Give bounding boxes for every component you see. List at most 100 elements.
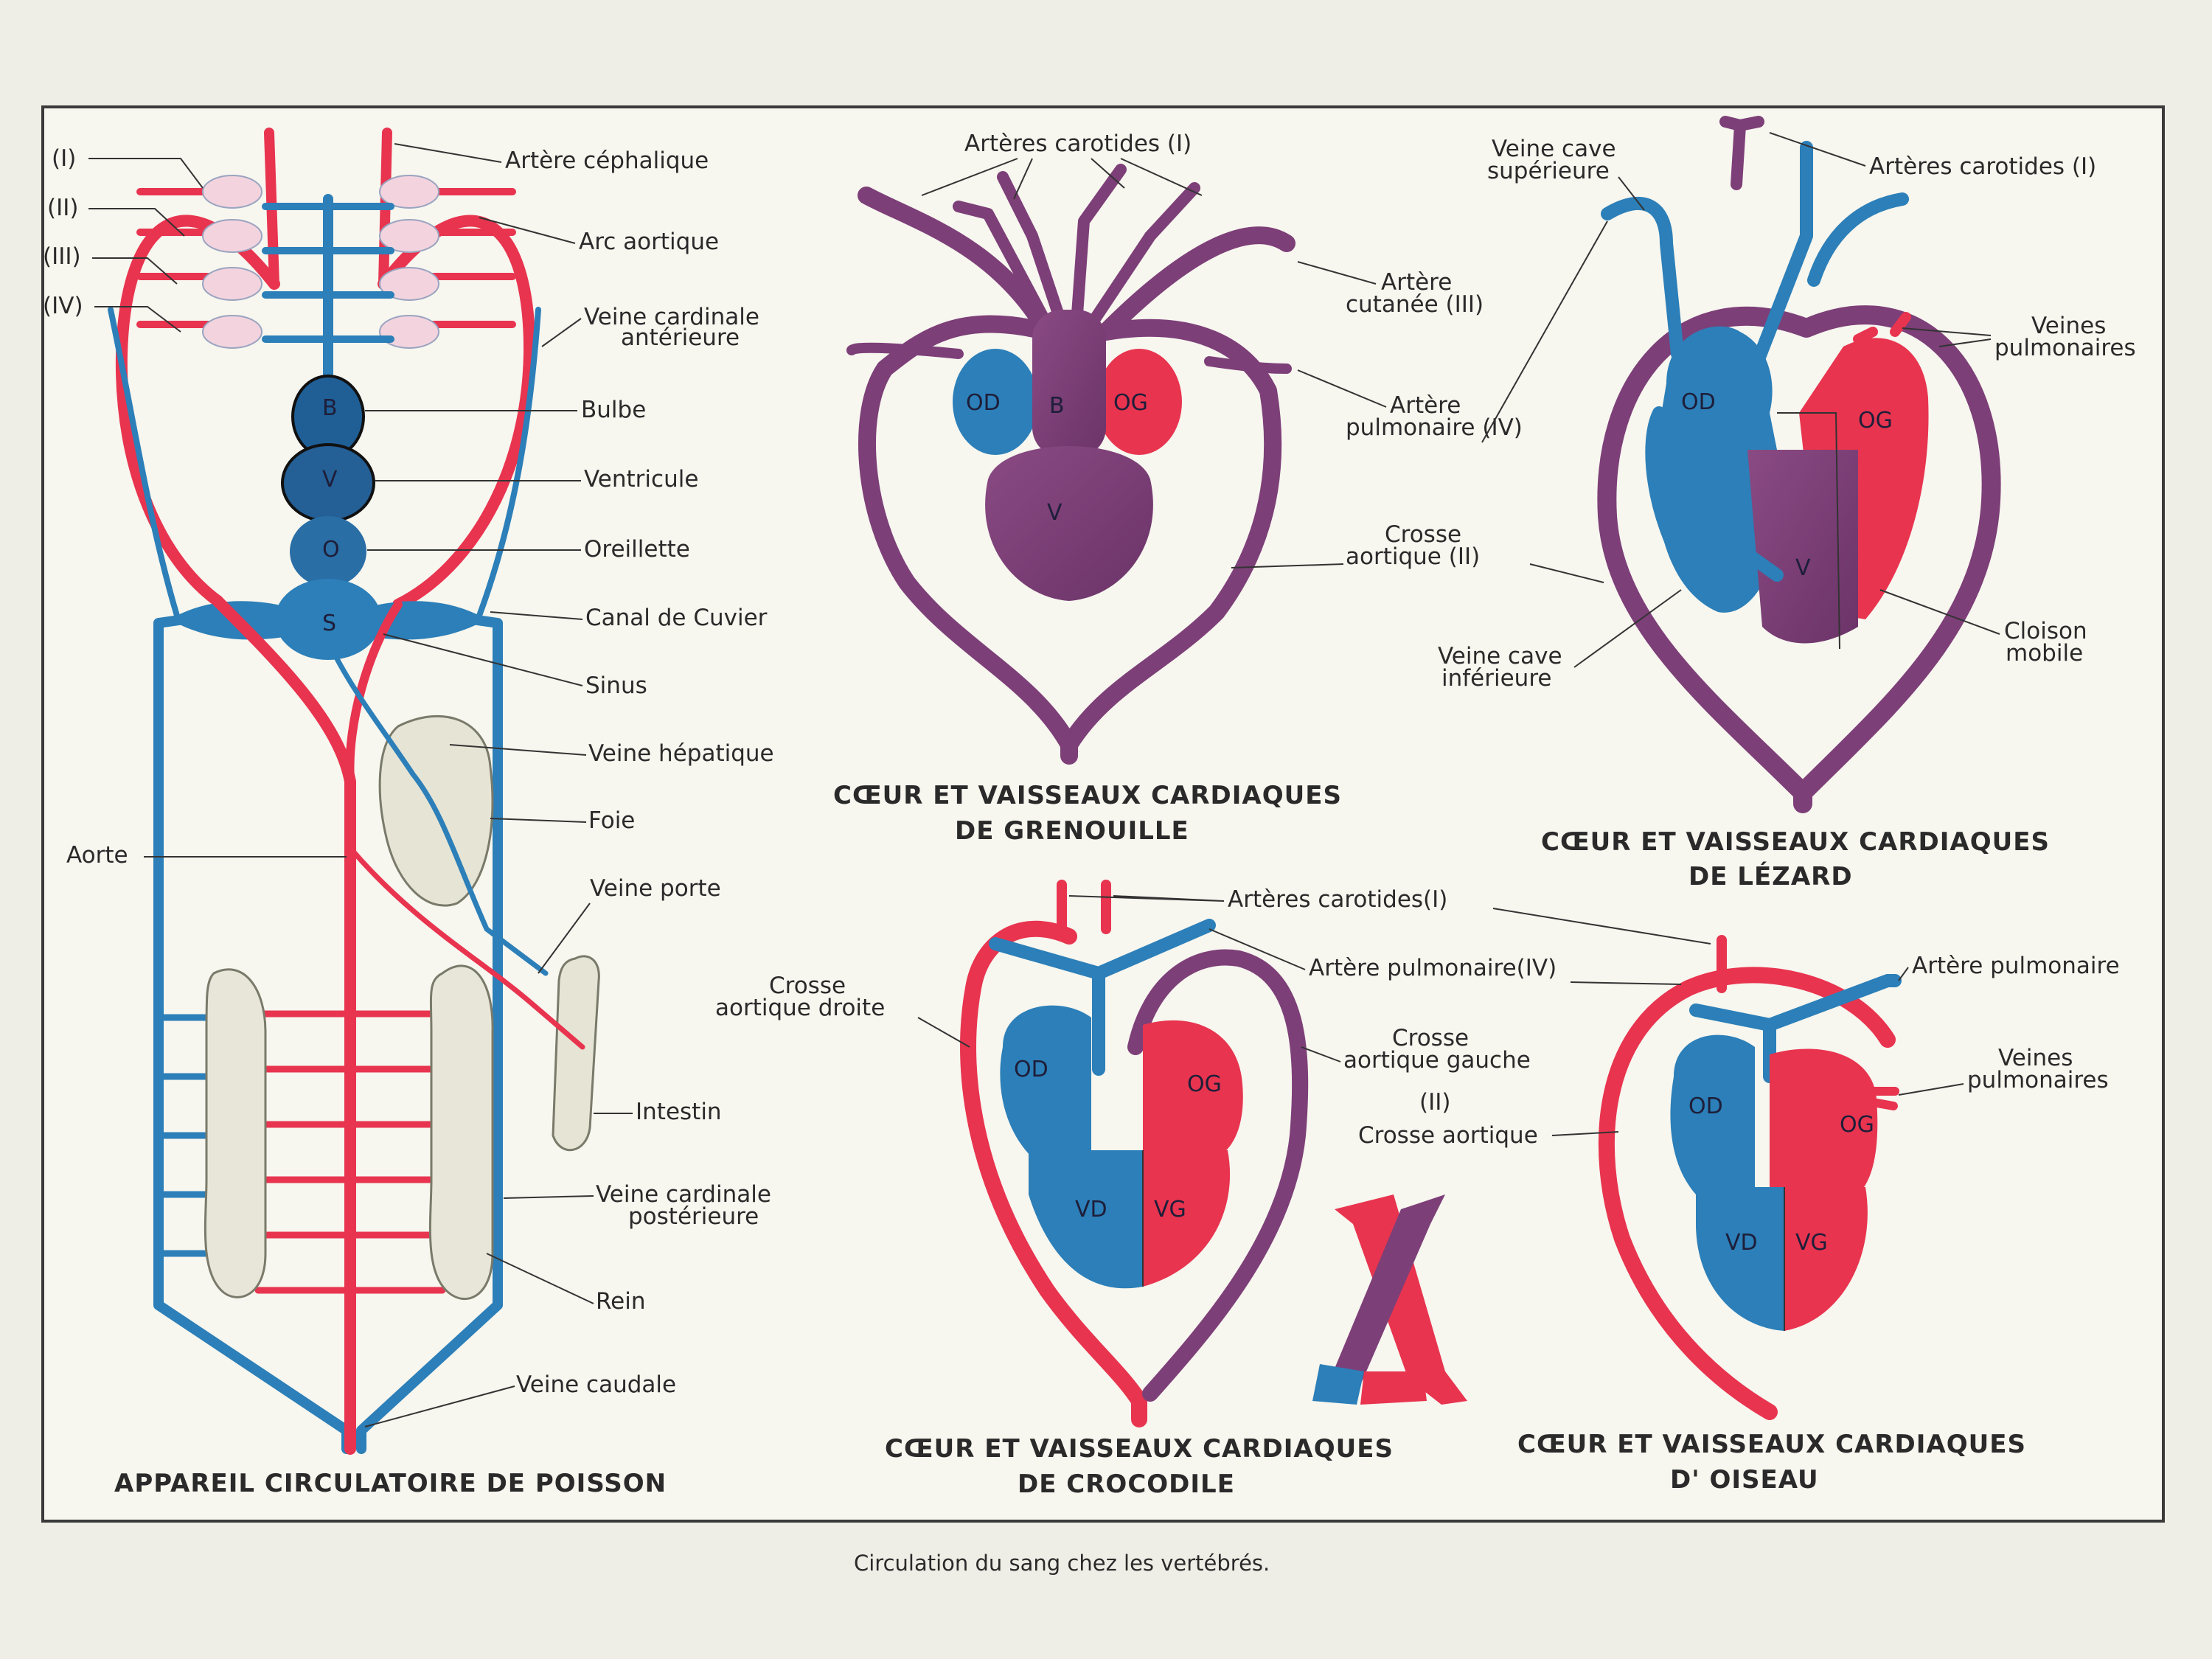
bird-od [1670,1034,1755,1194]
lizard-septum [1777,412,1840,650]
frog-od-label: OD [966,390,1001,416]
croc-title-line-1: CŒUR ET VAISSEAUX CARDIAQUES [885,1434,1394,1464]
fish-arc-aortique-label: Arc aortique [579,229,719,255]
frog-cutanee-label-2: cutanée (III) [1346,291,1484,318]
lizard-heart: OD OG V Veine cave supérieure Artères ca… [1438,116,2136,891]
plate-caption: Circulation du sang chez les vertébrés. [854,1551,1270,1576]
fish-right-aortic-loop [378,215,536,611]
bird-vpulm-label-2: pulmonaires [1967,1067,2109,1093]
bird-vpulm-leader [1898,1083,1964,1096]
bird-vd-label: VD [1725,1230,1758,1256]
crocodile-heart: OD OG VD VG Artères carotides(I) Artère … [715,880,1557,1499]
frog-og [1096,349,1182,455]
frog-aortic-arches [858,187,1295,765]
fish-label-leaders [144,143,633,1427]
frog-bulbus [1032,310,1106,457]
croc-cag-label-1: Crosse [1392,1025,1469,1051]
fish-arch-leaders [88,158,204,333]
fish-foie-label: Foie [588,807,635,834]
frog-crosse-leader [1231,563,1344,568]
croc-ca-label: Crosse aortique [1358,1122,1538,1149]
bird-heart: OD OG VD VG Artère pulmonaire Veines pul… [1492,908,2120,1495]
fish-intestin-label: Intestin [636,1099,722,1125]
frog-v-label: V [1047,500,1062,526]
bird-og-label: OG [1840,1112,1874,1138]
frog-b-label: B [1049,393,1065,419]
frog-cutanee-label-1: Artère [1381,269,1452,296]
croc-apulm-label: Artère pulmonaire(IV) [1309,955,1557,981]
fish-caudale-label: Veine caudale [516,1371,676,1398]
fish-circulation: B V O S (I) (II) (III) (IV) Ar [43,128,774,1498]
lizard-right-arch-vessels [1748,141,1909,375]
lizard-vpulm-leaders [1902,327,1992,347]
lizard-v-label: V [1795,555,1811,581]
fish-anterior-cardinal-right [476,307,541,619]
bird-pulmonary-veins [1868,1087,1899,1110]
frog-pulmonary-leader [1297,369,1387,408]
croc-carotids [1057,880,1111,942]
bird-vg-label: VG [1795,1230,1828,1256]
bird-vg [1784,1187,1868,1331]
fish-aorte-label: Aorte [66,842,128,869]
bird-vpulm-label-1: Veines [1998,1045,2073,1071]
croc-vd-label: VD [1075,1197,1107,1222]
frog-cutanee-leader [1297,261,1377,285]
fish-heart: B V O S [170,375,487,660]
fish-cephalic-label: Artère céphalique [505,147,709,174]
croc-ii-label: (II) [1419,1089,1450,1116]
bird-aortic-arch [1598,967,1896,1420]
frog-pulmonary-arteries [846,342,1292,374]
lizard-vpulm-label-1: Veines [2031,313,2106,339]
bird-apulm-leader [1898,967,1909,981]
croc-apulm-leader [1208,928,1306,970]
fish-cardinal-posterior-label-2: postérieure [628,1203,759,1230]
lizard-vcs-leader [1618,176,1645,211]
croc-vd [1029,1150,1143,1289]
fish-cuvier-label: Canal de Cuvier [585,605,768,631]
croc-cad-label-2: aortique droite [715,995,885,1021]
fish-segmental-arteries [254,1010,446,1294]
fish-hepatic-portal-vein [329,646,549,976]
lizard-cloison-label-2: mobile [2006,640,2083,667]
bird-title-line-1: CŒUR ET VAISSEAUX CARDIAQUES [1517,1430,2026,1459]
fish-arch-1-label: (I) [52,145,76,172]
bird-title-line-2: D' OISEAU [1670,1465,1819,1495]
fish-branchial-arches [136,175,516,349]
lizard-vci-label-1: Veine cave [1438,643,1562,669]
fish-cardinal-anterior-label-2: antérieure [621,324,740,351]
lizard-frog-shared-leaders [1481,220,1608,583]
frog-crosse-label-1: Crosse [1385,521,1461,548]
fish-title: APPAREIL CIRCULATOIRE DE POISSON [114,1469,667,1498]
bird-pulmonary-trunk [1689,974,1902,1083]
fish-cardinal-posterior-label-1: Veine cardinale [596,1181,771,1208]
fish-cardinal-anterior-label-1: Veine cardinale [584,304,759,330]
bird-og [1770,1048,1878,1194]
frog-carotid-branches [953,164,1200,330]
croc-left-aortic-arch [1127,949,1309,1402]
lizard-cloison-label-1: Cloison [2004,618,2087,644]
fish-mesenteric-artery [347,845,585,1050]
bird-croc-shared-leaders [1492,908,1711,1136]
lizard-title-line-1: CŒUR ET VAISSEAUX CARDIAQUES [1541,827,2050,857]
lizard-title-line-2: DE LÉZARD [1688,861,1853,891]
lizard-vpulm-label-2: pulmonaires [1994,335,2136,361]
croc-vg [1143,1150,1231,1287]
lizard-vcs-label-2: supérieure [1487,158,1610,184]
croc-og-label: OG [1187,1071,1222,1097]
frog-pulmonary-label-2: pulmonaire (IV) [1346,414,1523,441]
fish-ventricule-label: Ventricule [584,466,698,493]
lizard-cloison-leader [1879,589,2000,635]
frog-od [953,349,1038,455]
croc-cad-label-1: Crosse [769,973,846,999]
frog-carotides-leaders [921,158,1203,200]
bird-vd [1696,1187,1784,1331]
fish-heart-s-label: S [322,611,336,636]
frog-crosse-label-2: aortique (II) [1346,543,1480,570]
fish-posterior-cardinal-right [356,614,503,1454]
lizard-og-label: OG [1858,408,1893,434]
frog-title-line-2: DE GRENOUILLE [955,816,1189,846]
frog-og-label: OG [1113,390,1148,416]
fish-afferent-arches [262,203,394,343]
fish-arch-4-label: (IV) [43,293,83,319]
